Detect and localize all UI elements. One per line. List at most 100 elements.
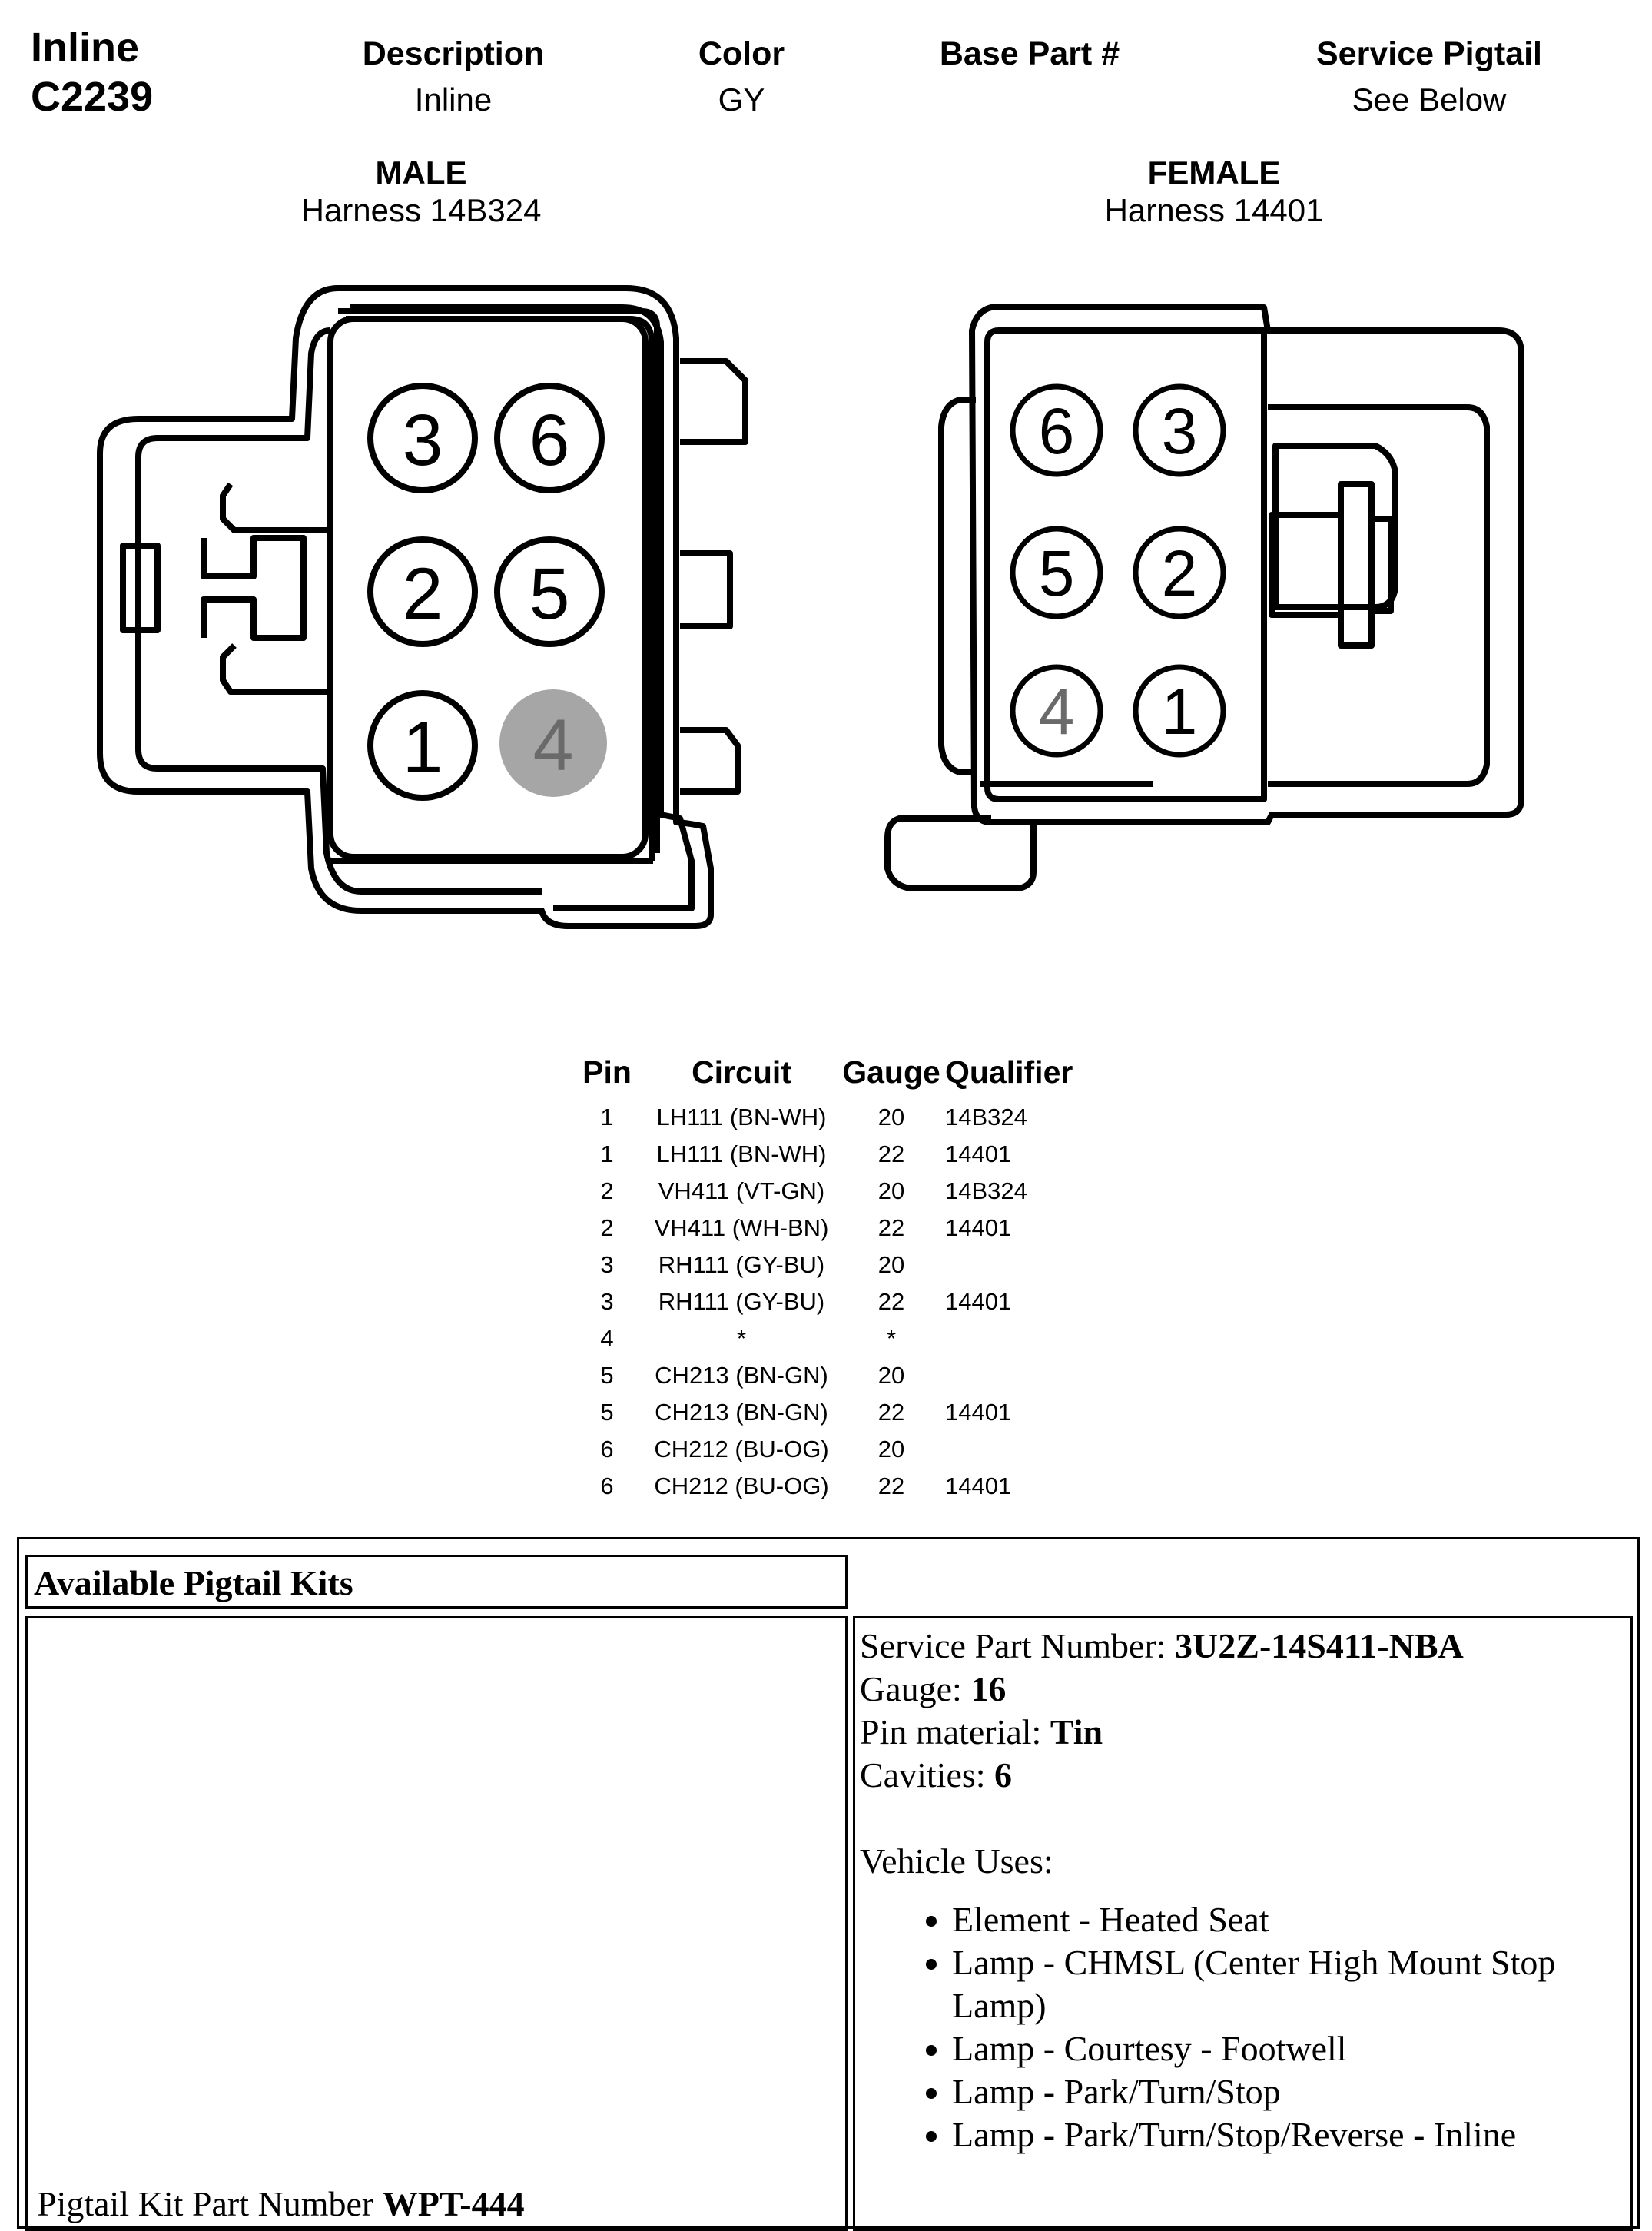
female-pin-cavities: 6 3 5 2 4 1	[1010, 383, 1226, 758]
base-part-column: Base Part #	[838, 31, 1222, 77]
pigtail-kits-heading-cell: Available Pigtail Kits	[25, 1555, 848, 1609]
male-pin-2-label: 2	[403, 553, 443, 635]
cavities-label: Cavities:	[860, 1755, 995, 1794]
qualifier-cell: 14401	[945, 1472, 1012, 1499]
circuit-cell: CH212 (BU-OG)	[654, 1472, 829, 1499]
kit-gauge-value: 16	[970, 1669, 1007, 1708]
description-value: Inline	[414, 81, 493, 118]
male-connector-outline	[97, 285, 748, 929]
color-value: GY	[718, 81, 765, 118]
gauge-cell: 20	[877, 1251, 905, 1278]
male-pin-6-label: 6	[529, 400, 570, 481]
circuit-cell: VH411 (VT-GN)	[658, 1177, 825, 1204]
gauge-cell: 22	[877, 1399, 905, 1426]
pin-cell: 2	[600, 1177, 614, 1204]
circuit-cell: RH111 (GY-BU)	[658, 1288, 825, 1315]
connector-id: C2239	[31, 74, 154, 120]
vehicle-uses-list: Element - Heated Seat Lamp - CHMSL (Cent…	[860, 1898, 1626, 2156]
male-pin-2	[367, 536, 478, 647]
service-part-number: Service Part Number: 3U2Z-14S411-NBA	[860, 1625, 1626, 1668]
female-label: FEMALE	[1147, 154, 1281, 191]
qualifier-cell: 14B324	[945, 1177, 1027, 1204]
pigtail-kits-table: Available Pigtail Kits Pigtail Kit Part …	[17, 1537, 1640, 2231]
color-column: Color GY	[549, 31, 934, 123]
service-part-value: 3U2Z-14S411-NBA	[1175, 1626, 1464, 1665]
vehicle-uses-label: Vehicle Uses:	[860, 1841, 1053, 1881]
table-row: 6 CH212 (BU-OG) 22 14401	[569, 1468, 1099, 1505]
female-pin-2-label: 2	[1162, 537, 1198, 609]
qualifier-cell	[945, 1357, 1099, 1394]
pin-cell: 1	[600, 1140, 614, 1167]
pin-cell: 6	[600, 1436, 614, 1462]
pigtail-kit-part-number: Pigtail Kit Part Number WPT-444	[37, 2181, 525, 2227]
male-pin-4-unused	[499, 689, 607, 797]
gauge-cell: 22	[877, 1214, 905, 1241]
female-harness: Harness 14401	[1104, 192, 1324, 228]
male-pin-4-label: 4	[533, 705, 574, 786]
female-connector-outline	[884, 304, 1524, 891]
circuit-cell: CH213 (BN-GN)	[655, 1362, 828, 1389]
male-pin-3	[367, 383, 478, 493]
female-pin-1-label: 1	[1162, 676, 1198, 748]
qualifier-header: Qualifier	[945, 1054, 1073, 1090]
qualifier-cell	[945, 1247, 1099, 1283]
service-pigtail-label: Service Pigtail	[1316, 35, 1542, 72]
gauge-cell: 22	[877, 1472, 905, 1499]
pin-cell: 1	[600, 1104, 614, 1130]
pin-cell: 5	[600, 1399, 614, 1426]
gauge-cell: 22	[877, 1288, 905, 1315]
circuit-cell: CH212 (BU-OG)	[654, 1436, 829, 1462]
description-label: Description	[362, 35, 545, 72]
pin-table-header: Pin Circuit Gauge Qualifier	[569, 1045, 1099, 1099]
list-item: Lamp - Park/Turn/Stop	[952, 2070, 1626, 2113]
pin-cell: 2	[600, 1214, 614, 1241]
female-pin-5	[1010, 526, 1103, 619]
female-pin-2	[1133, 526, 1226, 619]
pin-cell: 3	[600, 1288, 614, 1315]
female-pin-4-label: 4	[1039, 676, 1075, 748]
male-pin-1	[367, 690, 478, 801]
circuit-cell: LH111 (BN-WH)	[656, 1140, 827, 1167]
circuit-cell: *	[736, 1325, 747, 1352]
pin-cell: 6	[600, 1472, 614, 1499]
female-heading: FEMALE Harness 14401	[945, 154, 1483, 229]
male-pin-5-label: 5	[529, 553, 570, 635]
service-pigtail-column: Service Pigtail See Below	[1237, 31, 1621, 123]
female-pin-6-label: 6	[1039, 395, 1075, 467]
color-label: Color	[698, 35, 785, 72]
pin-header: Pin	[582, 1054, 632, 1090]
male-pin-5	[494, 536, 605, 647]
female-pin-5-label: 5	[1039, 537, 1075, 609]
pigtail-kit-label: Pigtail Kit Part Number	[37, 2184, 383, 2223]
qualifier-cell: 14B324	[945, 1104, 1027, 1130]
male-pin-3-label: 3	[403, 400, 443, 481]
gauge-cell: *	[886, 1325, 897, 1352]
pin-cell: 5	[600, 1362, 614, 1389]
table-row: 4**	[569, 1320, 1099, 1357]
pin-cell: 3	[600, 1251, 614, 1278]
gauge-header: Gauge	[842, 1054, 940, 1090]
base-part-label: Base Part #	[939, 35, 1120, 72]
kit-gauge: Gauge: 16	[860, 1668, 1626, 1711]
female-pin-3	[1133, 383, 1226, 477]
qualifier-cell: 14401	[945, 1288, 1012, 1315]
qualifier-cell: 14401	[945, 1214, 1012, 1241]
qualifier-cell	[945, 1431, 1099, 1468]
table-row: 2 VH411 (VT-GN) 20 14B324	[569, 1173, 1099, 1210]
gauge-cell: 20	[877, 1177, 905, 1204]
male-heading: MALE Harness 14B324	[152, 154, 690, 229]
circuit-cell: LH111 (BN-WH)	[656, 1104, 827, 1130]
pigtail-kit-spec-cell: Service Part Number: 3U2Z-14S411-NBA Gau…	[853, 1616, 1633, 2231]
female-pin-6	[1010, 383, 1103, 477]
cavities: Cavities: 6	[860, 1754, 1626, 1797]
pin-material-value: Tin	[1050, 1712, 1103, 1751]
female-pin-3-label: 3	[1162, 395, 1198, 467]
female-pin-4	[1010, 664, 1103, 758]
service-part-label: Service Part Number:	[860, 1626, 1176, 1665]
